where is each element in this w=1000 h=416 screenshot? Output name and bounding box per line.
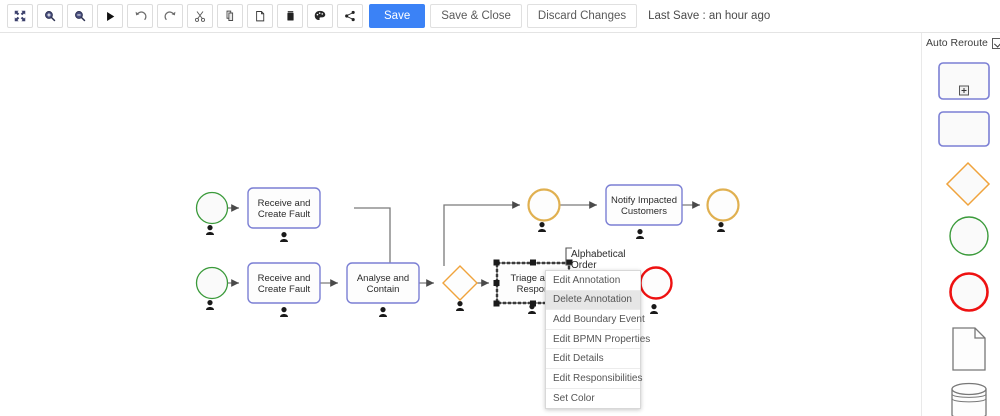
node-intermediate-event-1[interactable] bbox=[527, 188, 561, 222]
role-markers bbox=[206, 222, 725, 317]
node-receive-and-create-fault-top[interactable] bbox=[247, 187, 321, 229]
play-icon[interactable] bbox=[97, 4, 123, 28]
fit-to-screen-icon[interactable] bbox=[7, 4, 33, 28]
palette-data-store-shape[interactable] bbox=[950, 381, 988, 416]
menu-item-edit-annotation[interactable]: Edit Annotation bbox=[546, 271, 640, 291]
discard-changes-button[interactable]: Discard Changes bbox=[526, 4, 638, 28]
palette-data-object-shape[interactable] bbox=[952, 327, 986, 376]
last-save-status: Last Save : an hour ago bbox=[648, 10, 771, 22]
shape-palette: Auto Reroute bbox=[921, 33, 1000, 416]
palette-end-event-shape[interactable] bbox=[948, 271, 990, 318]
palette-start-event-shape[interactable] bbox=[948, 215, 990, 262]
auto-reroute-label: Auto Reroute bbox=[926, 37, 988, 49]
diagram-canvas[interactable]: Receive and Create Fault Receive and Cre… bbox=[0, 33, 921, 416]
delete-icon[interactable] bbox=[277, 4, 303, 28]
share-icon[interactable] bbox=[337, 4, 363, 28]
cut-icon[interactable] bbox=[187, 4, 213, 28]
menu-item-set-color[interactable]: Set Color bbox=[553, 392, 595, 404]
palette-gateway-shape[interactable] bbox=[945, 161, 991, 212]
node-gateway-1[interactable] bbox=[442, 265, 478, 301]
menu-item-delete-annotation[interactable]: Delete Annotation bbox=[546, 290, 640, 311]
menu-item-edit-bpmn-properties[interactable]: Edit BPMN Properties bbox=[546, 330, 650, 350]
menu-item-edit-responsibilities[interactable]: Edit Responsibilities bbox=[546, 369, 643, 389]
menu-item-edit-details[interactable]: Edit Details bbox=[546, 349, 640, 369]
zoom-in-icon[interactable] bbox=[37, 4, 63, 28]
paste-icon[interactable] bbox=[247, 4, 273, 28]
node-intermediate-event-2[interactable] bbox=[706, 188, 740, 222]
zoom-out-icon[interactable] bbox=[67, 4, 93, 28]
redo-icon[interactable] bbox=[157, 4, 183, 28]
diagram-svg bbox=[195, 184, 740, 317]
node-analyse-and-contain[interactable] bbox=[346, 262, 420, 304]
auto-reroute-toggle[interactable]: Auto Reroute bbox=[926, 37, 1000, 49]
palette-sub-process-shape[interactable] bbox=[938, 62, 990, 105]
node-notify-impacted-customers[interactable] bbox=[605, 184, 683, 226]
auto-reroute-checkbox[interactable] bbox=[991, 37, 1000, 49]
undo-icon[interactable] bbox=[127, 4, 153, 28]
editor-toolbar: Save Save & Close Discard Changes Last S… bbox=[0, 0, 1000, 33]
node-start-event-1[interactable] bbox=[195, 191, 229, 225]
node-start-event-2[interactable] bbox=[195, 266, 229, 300]
node-context-menu[interactable]: Edit Annotation Delete Annotation Add Bo… bbox=[545, 270, 650, 410]
menu-item-add-boundary-event[interactable]: Add Boundary Event bbox=[546, 310, 645, 330]
node-end-event-1[interactable] bbox=[639, 266, 673, 300]
save-button[interactable]: Save bbox=[369, 4, 426, 28]
save-and-close-button[interactable]: Save & Close bbox=[430, 4, 522, 28]
palette-task-shape[interactable] bbox=[938, 111, 990, 152]
copy-icon[interactable] bbox=[217, 4, 243, 28]
palette-icon[interactable] bbox=[307, 4, 333, 28]
node-receive-and-create-fault-bottom[interactable] bbox=[247, 262, 321, 304]
